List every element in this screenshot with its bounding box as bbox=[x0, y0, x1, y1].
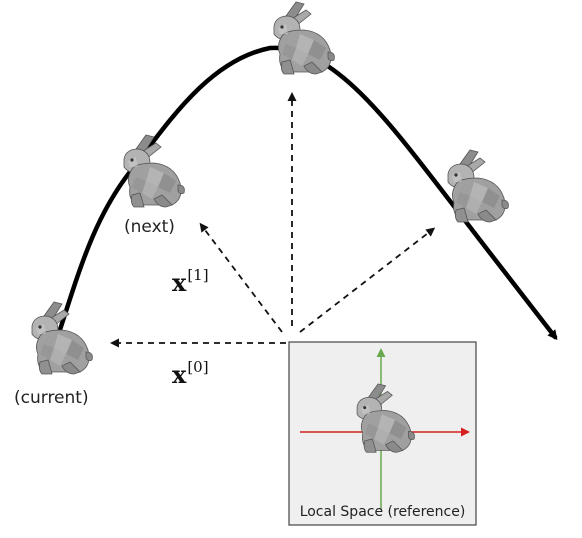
dashed-arrow-right bbox=[299, 227, 436, 333]
math-label-x0: x[0] bbox=[172, 358, 209, 389]
label-next: (next) bbox=[124, 217, 175, 237]
math-x0-base: x bbox=[172, 360, 187, 389]
dashed-arrow-next bbox=[199, 222, 283, 333]
bunny-icon bbox=[31, 301, 93, 375]
bunny-icon bbox=[447, 149, 509, 223]
math-x1-base: x bbox=[172, 268, 187, 297]
math-label-x1: x[1] bbox=[172, 266, 209, 297]
math-x0-superscript: [0] bbox=[187, 358, 209, 376]
label-current: (current) bbox=[14, 388, 89, 408]
trajectory-curve bbox=[55, 45, 558, 341]
bunny-icon bbox=[273, 1, 335, 75]
bunny-icon bbox=[123, 134, 185, 208]
reference-panel-caption: Local Space (reference) bbox=[299, 504, 466, 520]
math-x1-superscript: [1] bbox=[187, 266, 209, 284]
